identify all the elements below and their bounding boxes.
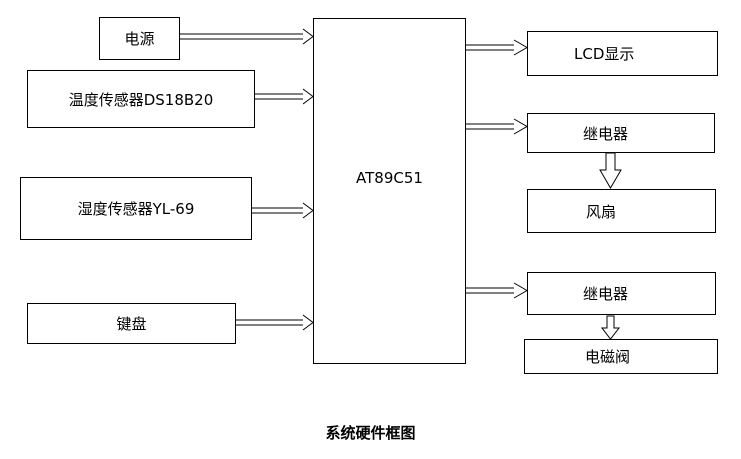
- humidity-sensor-label: 湿度传感器YL-69: [77, 200, 195, 218]
- mcu-block: AT89C51: [313, 18, 466, 364]
- power-block: 电源: [99, 17, 180, 60]
- lcd-label: LCD显示: [574, 45, 635, 63]
- arrow-mcu-to-lcd: [466, 39, 529, 56]
- arrow-humidity-sensor-to-mcu: [252, 202, 314, 219]
- temp-sensor-block: 温度传感器DS18B20: [27, 70, 255, 128]
- arrow-keypad-to-mcu: [236, 314, 314, 331]
- solenoid-valve-block: 电磁阀: [524, 339, 718, 374]
- arrow-relay-2-to-valve: [600, 315, 621, 340]
- mcu-label: AT89C51: [356, 169, 423, 187]
- arrow-temp-sensor-to-mcu: [255, 88, 314, 105]
- lcd-block: LCD显示: [527, 31, 718, 76]
- power-label: 电源: [124, 30, 155, 48]
- humidity-sensor-block: 湿度传感器YL-69: [20, 177, 252, 240]
- relay-2-block: 继电器: [527, 272, 716, 315]
- relay-1-label: 继电器: [583, 124, 629, 143]
- keypad-label: 键盘: [116, 315, 147, 333]
- temp-sensor-label: 温度传感器DS18B20: [68, 90, 214, 109]
- solenoid-valve-label: 电磁阀: [585, 348, 631, 366]
- relay-2-label: 继电器: [583, 285, 629, 303]
- arrow-mcu-to-relay-2: [466, 282, 529, 299]
- arrow-mcu-to-relay-1: [466, 118, 529, 135]
- keypad-block: 键盘: [27, 303, 236, 344]
- diagram-caption: 系统硬件框图: [325, 424, 416, 442]
- fan-block: 风扇: [527, 189, 716, 233]
- arrow-relay-1-to-fan: [599, 152, 622, 189]
- fan-label: 风扇: [586, 202, 617, 221]
- relay-1-block: 继电器: [527, 113, 715, 153]
- arrow-power-to-mcu: [180, 28, 314, 45]
